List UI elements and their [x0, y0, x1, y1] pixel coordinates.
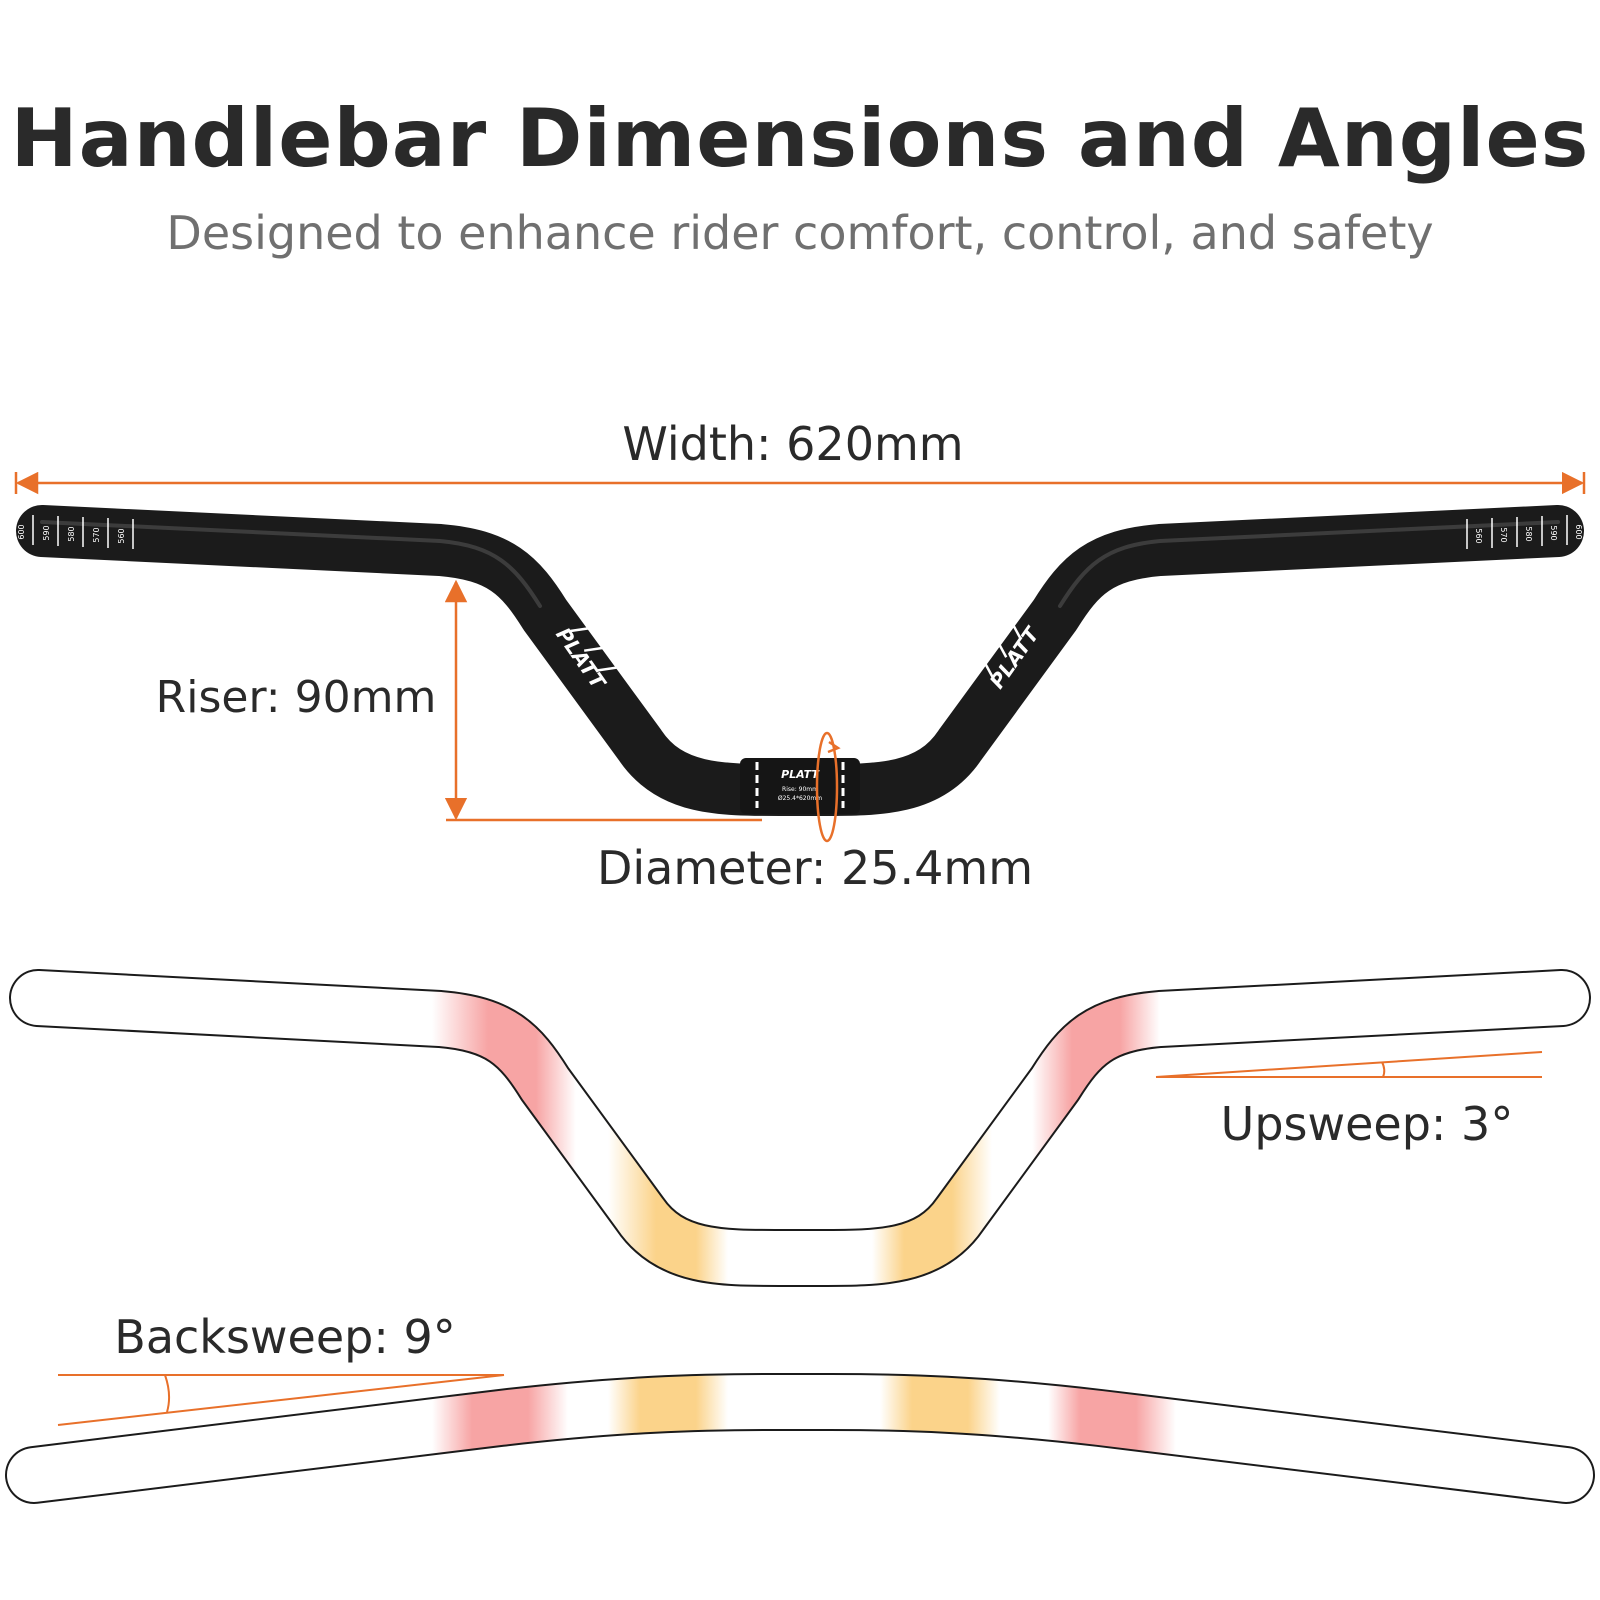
scale-mark-580: 580 — [67, 526, 76, 541]
scale-mark-590: 590 — [42, 525, 51, 540]
page-title: Handlebar Dimensions and Angles — [10, 92, 1590, 185]
upsweep-angle-marker — [1155, 1051, 1543, 1078]
backsweep-label: Backsweep: 9° — [114, 1310, 455, 1364]
scale-marks-left: 600 590 580 570 560 — [17, 515, 134, 549]
top-view-outline — [5, 1373, 1595, 1504]
page-subtitle: Designed to enhance rider comfort, contr… — [166, 206, 1434, 260]
scale-mark-570: 570 — [92, 527, 101, 542]
center-brand-text: PLATT — [781, 768, 820, 781]
center-rise-text: Rise: 90mm — [782, 786, 818, 793]
diameter-label: Diameter: 25.4mm — [597, 841, 1033, 895]
front-view-outline — [9, 969, 1591, 1287]
diameter-indicator — [815, 731, 841, 843]
scale-mark-600-right: 600 — [1574, 524, 1583, 539]
center-size-text: Ø25.4*620mm — [778, 795, 822, 802]
riser-label: Riser: 90mm — [156, 672, 437, 723]
scale-mark-570-right: 570 — [1499, 527, 1508, 542]
scale-mark-580-right: 580 — [1524, 526, 1533, 541]
backsweep-angle-marker — [57, 1374, 505, 1426]
scale-mark-600: 600 — [17, 524, 26, 539]
handlebar-photo — [16, 505, 1584, 816]
scale-mark-590-right: 590 — [1549, 525, 1558, 540]
scale-mark-560: 560 — [117, 528, 126, 543]
upsweep-label: Upsweep: 3° — [1221, 1097, 1514, 1151]
scale-marks-right: 600 590 580 570 560 — [1466, 515, 1583, 549]
scale-mark-560-right: 560 — [1474, 528, 1483, 543]
width-label: Width: 620mm — [622, 417, 963, 471]
